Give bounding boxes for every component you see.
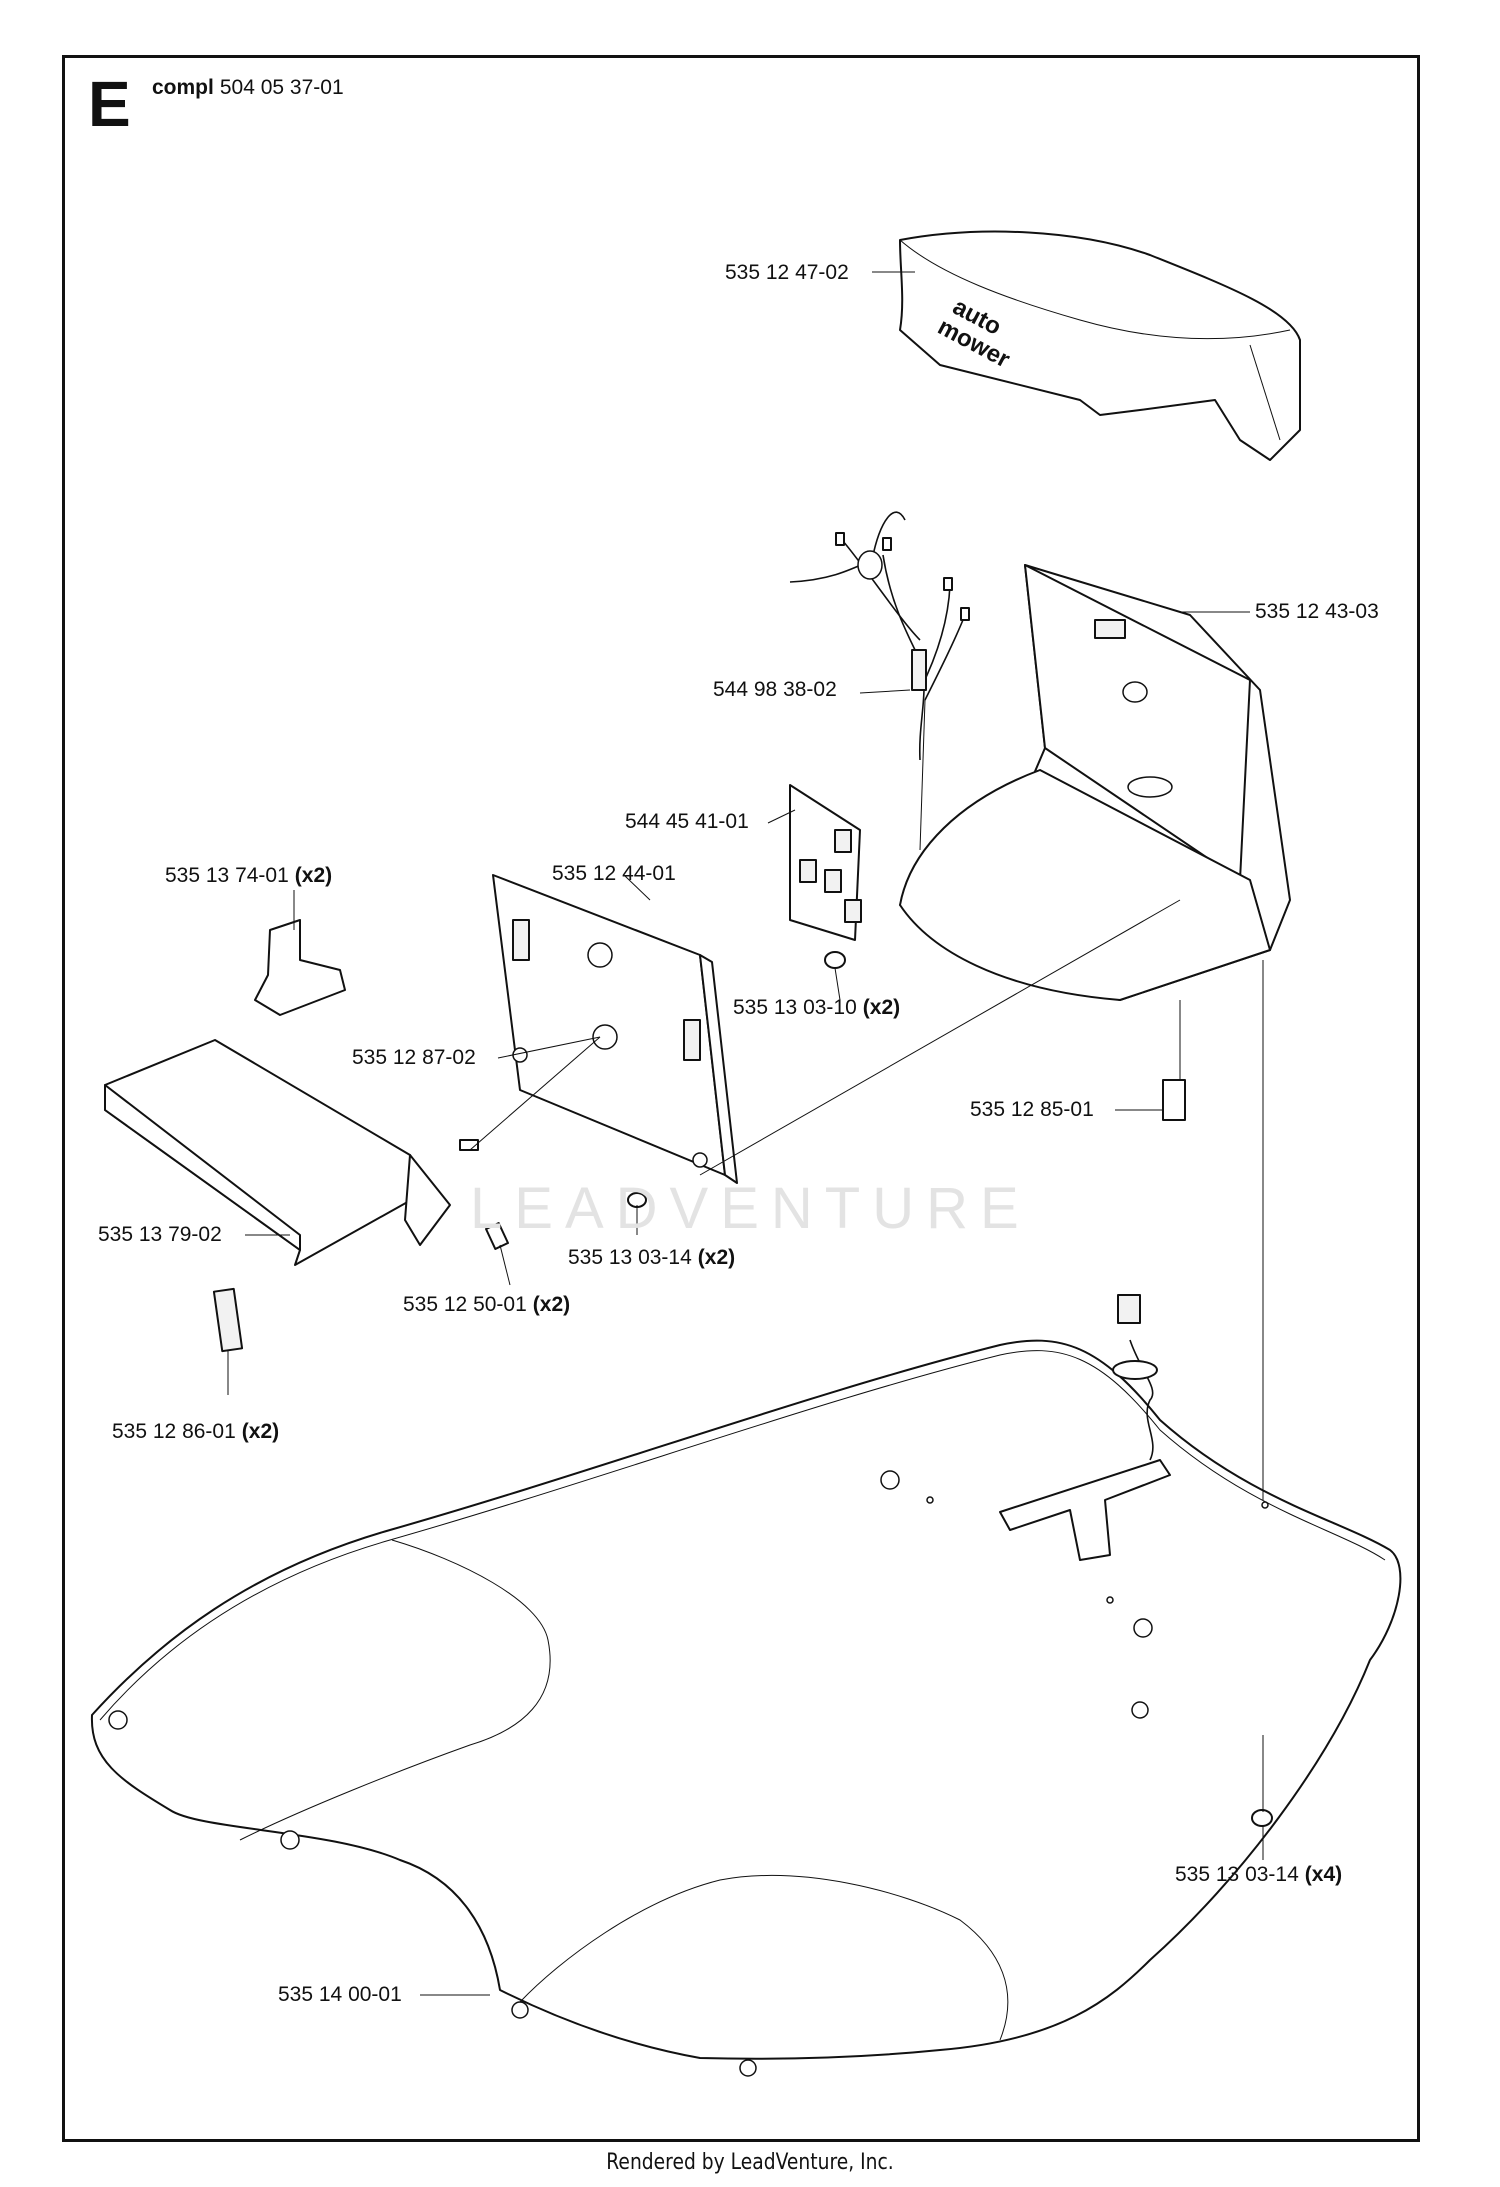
part-label-housing[interactable]: 535 12 43-03 bbox=[1255, 600, 1379, 623]
compl-keyword: compl bbox=[152, 76, 214, 99]
part-label-screw-board[interactable]: 535 13 03-10(x2) bbox=[733, 996, 901, 1019]
part-label-cable-harness[interactable]: 544 98 38-02 bbox=[713, 678, 837, 701]
cable-harness-shape bbox=[789, 511, 970, 761]
part-label-back-plate[interactable]: 535 12 44-01 bbox=[552, 862, 676, 885]
charge-strip-shape bbox=[999, 1294, 1171, 1561]
part-label-cover[interactable]: 535 12 47-02 bbox=[725, 261, 849, 284]
part-label-contact-strip[interactable]: 535 12 86-01(x2) bbox=[112, 1420, 280, 1443]
part-label-sleeve[interactable]: 535 12 50-01(x2) bbox=[403, 1293, 571, 1316]
housing-shape bbox=[899, 564, 1291, 1001]
part-label-screw-plate[interactable]: 535 13 03-14(x2) bbox=[568, 1246, 736, 1269]
leader-lines bbox=[227, 271, 1264, 1996]
compl-number: 504 05 37-01 bbox=[219, 76, 344, 99]
small-parts-shapes bbox=[212, 951, 1273, 1827]
cover-shape bbox=[899, 230, 1301, 461]
part-label-connector[interactable]: 535 12 85-01 bbox=[970, 1098, 1094, 1121]
clip-shape bbox=[254, 919, 346, 1016]
section-letter: E bbox=[88, 68, 131, 140]
guide-plate-shape bbox=[104, 1039, 451, 1266]
watermark: LEADVENTURE bbox=[470, 1176, 1031, 1241]
part-label-circuit-board[interactable]: 544 45 41-01 bbox=[625, 810, 749, 833]
diagram-frame bbox=[62, 55, 1420, 2142]
back-plate-shape bbox=[492, 874, 738, 1184]
base-plate-shape bbox=[90, 1339, 1402, 2077]
part-label-pin[interactable]: 535 12 87-02 bbox=[352, 1046, 476, 1069]
part-label-screw-base[interactable]: 535 13 03-14(x4) bbox=[1175, 1863, 1343, 1886]
footer-credit: Rendered by LeadVenture, Inc. bbox=[606, 2150, 894, 2175]
circuit-board-shape bbox=[789, 784, 862, 941]
part-label-clip[interactable]: 535 13 74-01(x2) bbox=[165, 864, 333, 887]
part-label-base-plate[interactable]: 535 14 00-01 bbox=[278, 1983, 402, 2006]
part-label-guide-plate[interactable]: 535 13 79-02 bbox=[98, 1223, 222, 1246]
